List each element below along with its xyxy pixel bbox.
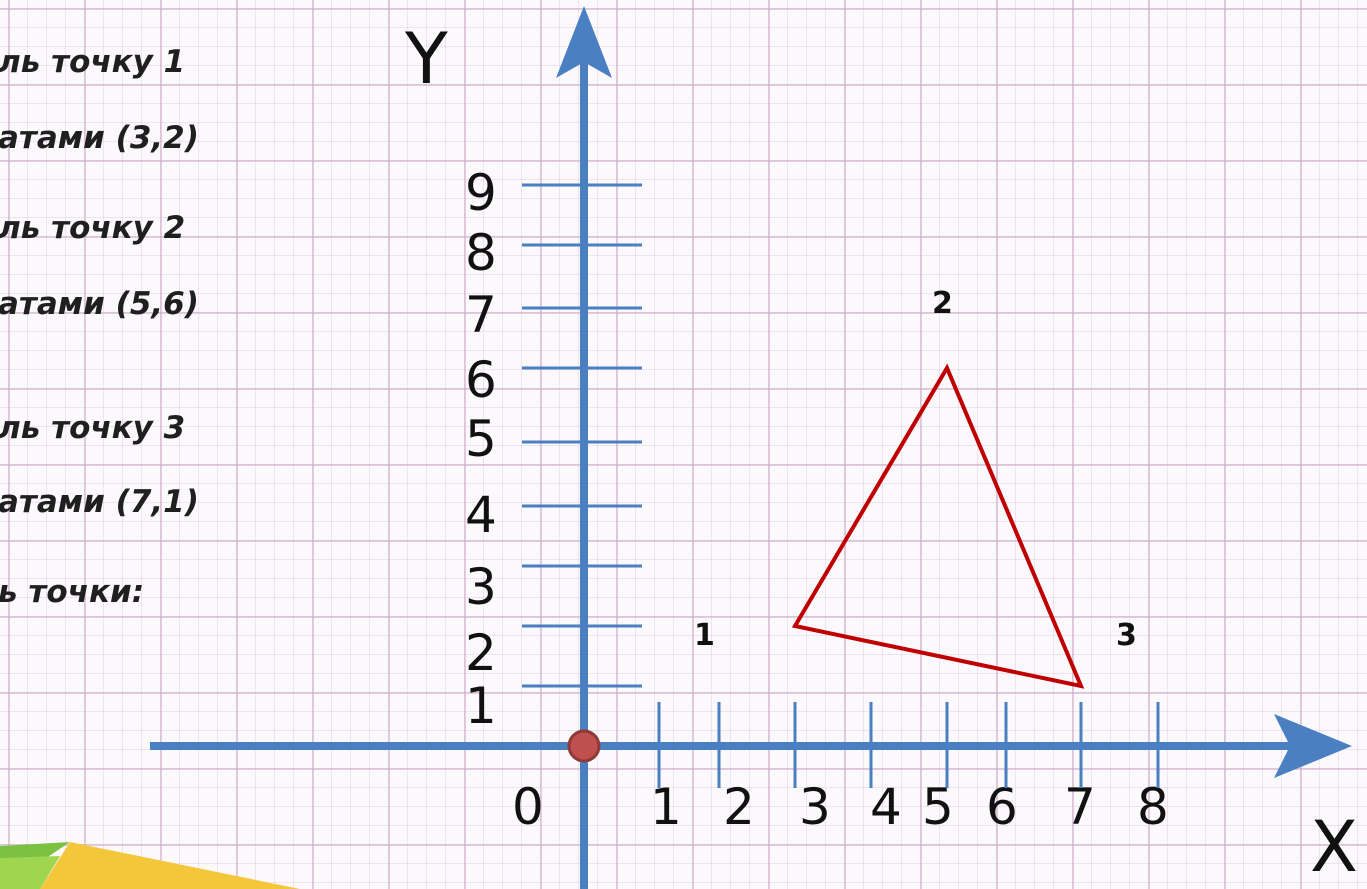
instruction-1-line1: ль точку 1 <box>0 44 186 80</box>
x-tick-label-7: 7 <box>1064 778 1096 836</box>
triangle <box>791 363 1085 689</box>
x-tick-label-1: 1 <box>650 778 682 836</box>
y-tick-label-4: 4 <box>465 486 497 544</box>
instruction-4-line1: ь точки: <box>0 574 145 610</box>
y-tick-label-8: 8 <box>465 224 497 282</box>
x-tick-label-6: 6 <box>986 778 1018 836</box>
instruction-2-line1: ль точку 2 <box>0 210 186 246</box>
y-axis-label: Y <box>405 18 448 100</box>
origin-dot <box>567 729 601 763</box>
instruction-3-line1: ль точку 3 <box>0 410 186 446</box>
x-axis-label: X <box>1310 806 1358 888</box>
y-axis-arrow <box>556 6 612 78</box>
y-tick-label-9: 9 <box>465 164 497 222</box>
instruction-2-line2: атами (5,6) <box>0 286 199 322</box>
x-tick-label-4: 4 <box>870 778 902 836</box>
book-corner-decoration <box>0 842 300 889</box>
x-tick-label-8: 8 <box>1137 778 1169 836</box>
y-tick-label-5: 5 <box>465 410 497 468</box>
instruction-1-line2: атами (3,2) <box>0 120 199 156</box>
y-tick-label-7: 7 <box>465 286 497 344</box>
origin-label: 0 <box>512 778 544 836</box>
x-tick-label-3: 3 <box>799 778 831 836</box>
instruction-3-line2: атами (7,1) <box>0 484 199 520</box>
x-axis-arrow <box>1274 714 1352 778</box>
y-tick-label-3: 3 <box>465 558 497 616</box>
point-label-1: 1 <box>694 618 715 653</box>
y-tick-label-1: 1 <box>465 677 497 735</box>
x-tick-label-2: 2 <box>723 778 755 836</box>
y-tick-label-2: 2 <box>465 624 497 682</box>
point-label-3: 3 <box>1116 618 1137 653</box>
y-tick-label-6: 6 <box>465 351 497 409</box>
x-tick-label-5: 5 <box>922 778 954 836</box>
point-label-2: 2 <box>932 286 953 321</box>
